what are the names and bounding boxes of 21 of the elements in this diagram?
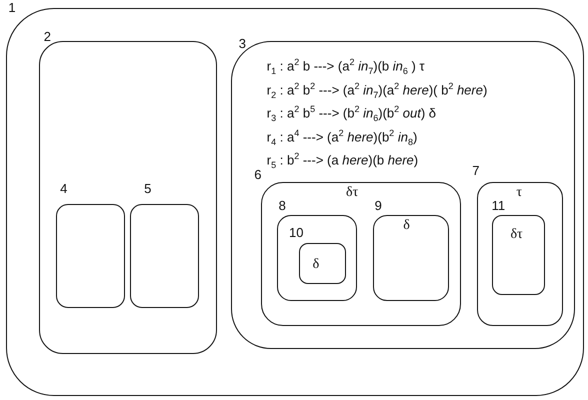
- object-label: δ: [403, 218, 410, 233]
- rule-text: r$_{3}$ : a$^{2}$ b$^{5}$ ---> (b$^{2}$ in$_{6}$)(b$^{2}$ out) δ: [266, 102, 436, 125]
- rule-text: r$_{1}$ : a$^{2}$ b ---> (a$^{2}$ in$_{7}$)(b in$_{6}$ ) τ: [266, 56, 425, 78]
- membrane-number: 5: [144, 181, 152, 196]
- rule-text: r$_{5}$ : b$^{2}$ ---> (a here)(b here): [266, 150, 418, 172]
- rule-text: r$_{4}$ : a$^{4}$ ---> (a$^{2}$ here)(b$^{2}$ in$_{8}$): [266, 126, 418, 149]
- membrane-number: 8: [278, 198, 286, 213]
- object-label: δτ: [346, 185, 358, 200]
- membrane-number: 4: [60, 181, 68, 196]
- membrane-number: 11: [492, 198, 506, 213]
- object-label: δτ: [510, 226, 523, 242]
- membrane-number: 3: [238, 36, 246, 51]
- membrane-number: 9: [374, 198, 382, 213]
- membrane-number: 10: [288, 224, 304, 240]
- membrane-number: 2: [44, 28, 52, 44]
- object-label: τ: [516, 185, 522, 200]
- membrane-number: 6: [254, 167, 262, 182]
- membrane-number: 7: [472, 163, 480, 178]
- rule-text: r$_{2}$ : a$^{2}$ b$^{2}$ ---> (a$^{2}$ in$_{7}$)(a$^{2}$ here)( b$^{2}$ here): [266, 80, 488, 102]
- membrane-number: 1: [8, 0, 16, 16]
- object-label: δ: [312, 256, 320, 272]
